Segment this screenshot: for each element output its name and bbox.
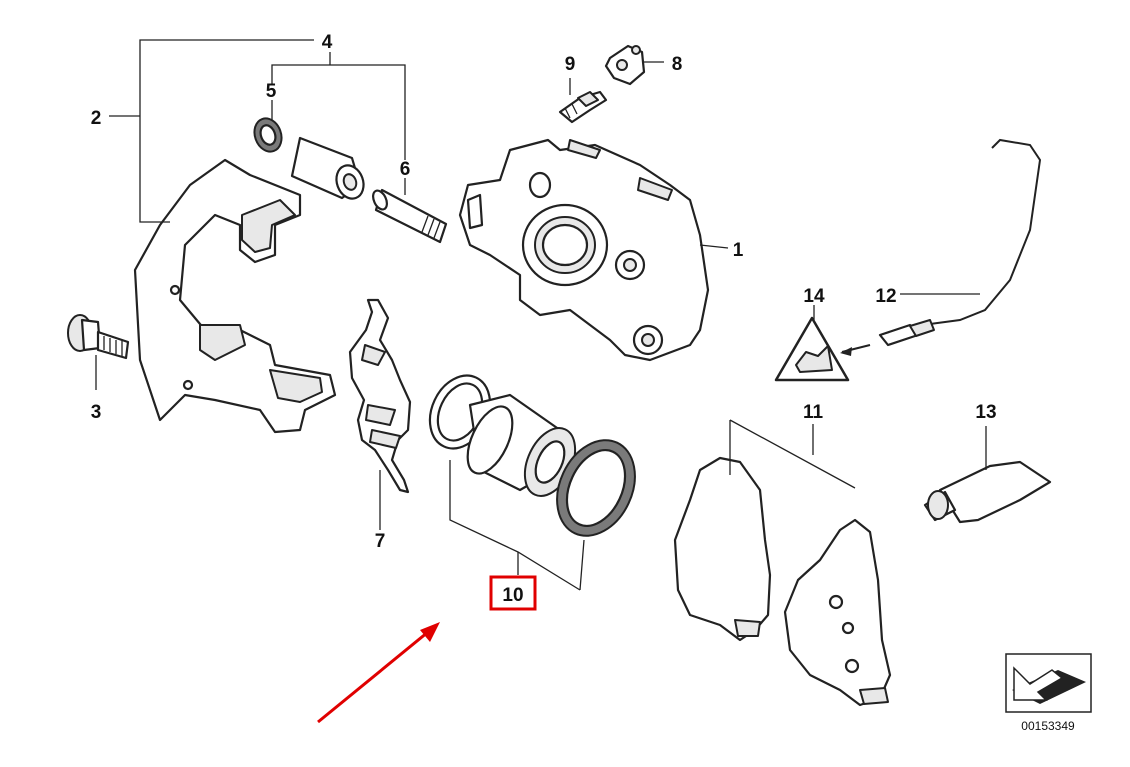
callout-9[interactable]: 9 (565, 54, 576, 75)
callout-4[interactable]: 4 (322, 32, 333, 53)
callout-6[interactable]: 6 (400, 159, 411, 180)
wear-sensor-icon (878, 138, 1042, 347)
guide-pin-icon (372, 188, 448, 244)
callout-14[interactable]: 14 (803, 286, 825, 307)
document-number: 00153349 (1021, 719, 1075, 733)
carrier-bracket-icon (133, 158, 337, 434)
dust-cap-icon (604, 44, 646, 86)
callout-3[interactable]: 3 (91, 402, 102, 423)
highlight-arrow (317, 622, 440, 724)
callout-5[interactable]: 5 (266, 81, 277, 102)
guide-bushing-icon (253, 117, 365, 200)
grease-tube-icon (923, 460, 1052, 524)
bolt-icon (67, 314, 130, 360)
callout-11[interactable]: 11 (803, 402, 824, 423)
piston-repair-kit-icon (428, 374, 636, 537)
highlight-box (489, 575, 537, 611)
caliper-icon (458, 138, 710, 362)
callout-12[interactable]: 12 (875, 286, 896, 307)
callout-7[interactable]: 7 (375, 531, 386, 552)
callout-1[interactable]: 1 (733, 240, 744, 261)
view-direction-icon (1005, 653, 1092, 713)
bleeder-screw-icon (558, 90, 608, 124)
callout-13[interactable]: 13 (975, 402, 996, 423)
callout-2[interactable]: 2 (91, 108, 102, 129)
callout-10[interactable]: 10 (502, 585, 523, 606)
anti-rattle-spring-icon (348, 298, 412, 494)
callout-8[interactable]: 8 (672, 54, 683, 75)
leader-lines (95, 39, 987, 591)
warning-triangle-icon (774, 316, 871, 382)
brake-pad-icon (673, 456, 892, 707)
